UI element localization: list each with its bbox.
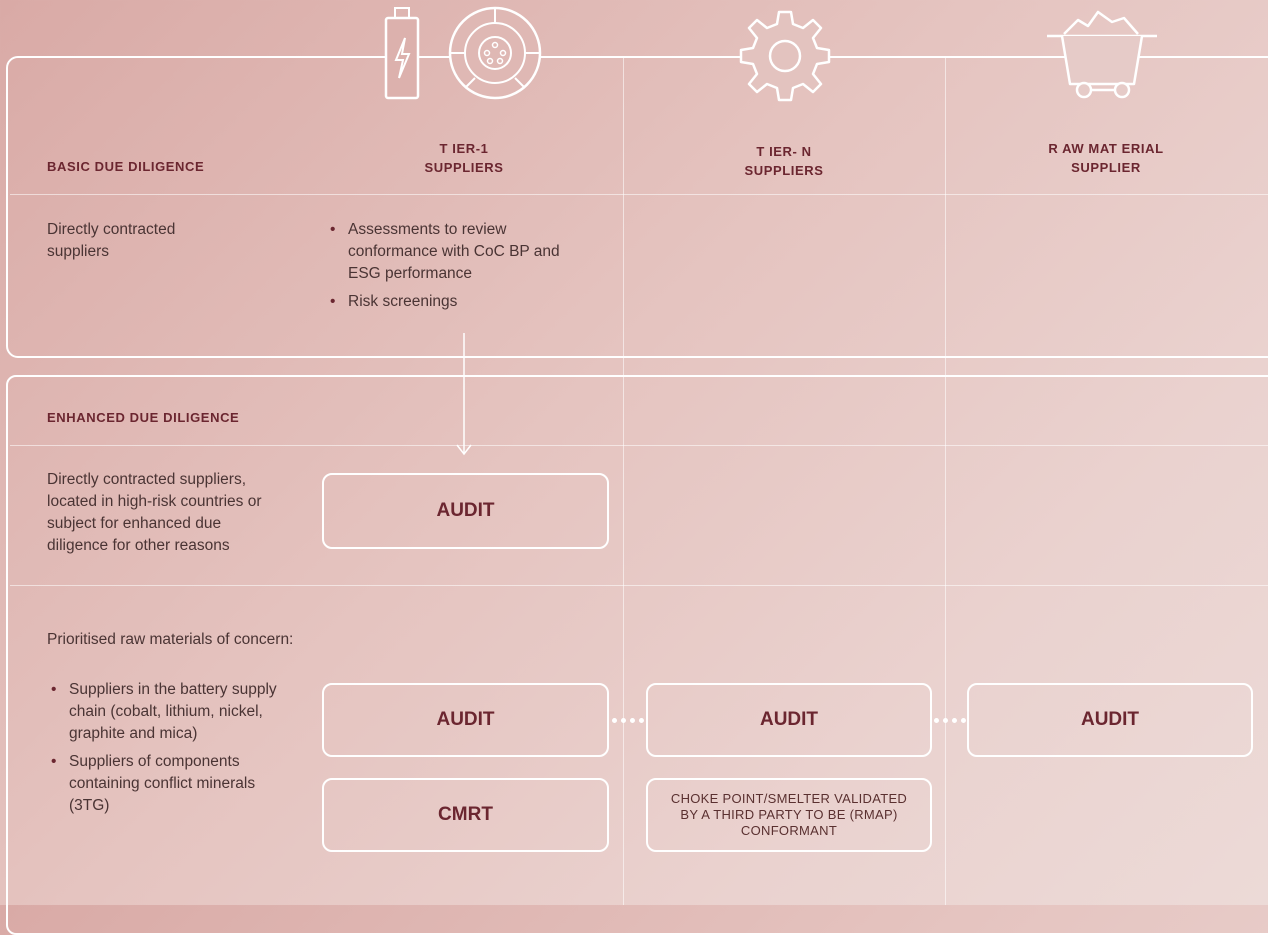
tier-n-audit-box: AUDIT: [646, 683, 932, 757]
basic-row-label: Directly contracted suppliers: [47, 221, 176, 260]
enhanced-row-divider: [10, 585, 1268, 586]
tier-1-audit-box-row2: AUDIT: [322, 683, 609, 757]
connector-dots-1: [612, 718, 644, 723]
bullet-battery-supply-chain: Suppliers in the battery supply chain (c…: [47, 679, 287, 745]
enhanced-due-diligence-panel: [6, 375, 1268, 935]
tier-n-suppliers-header: T IER- N SUPPLIERS: [744, 144, 824, 178]
smelter-validation-box: CHOKE POINT/SMELTER VALIDATED BY A THIRD…: [646, 778, 932, 852]
enhanced-header-divider: [10, 445, 1268, 446]
basic-due-diligence-panel: [6, 56, 1268, 358]
enhanced-due-diligence-title: ENHANCED DUE DILIGENCE: [47, 410, 240, 425]
raw-material-audit-box: AUDIT: [967, 683, 1253, 757]
tier-1-suppliers-header: T IER-1 SUPPLIERS: [424, 141, 504, 175]
enhanced-row1-label: Directly contracted suppliers, located i…: [47, 471, 262, 554]
header-divider: [10, 194, 1268, 195]
enhanced-row2-intro: Prioritised raw materials of concern:: [47, 631, 294, 648]
basic-due-diligence-title: BASIC DUE DILIGENCE: [47, 159, 205, 174]
down-arrow-icon: [456, 333, 472, 456]
column-divider-2: [945, 57, 946, 905]
tier-1-audit-box-row1: AUDIT: [322, 473, 609, 549]
bullet-assessments: Assessments to review conformance with C…: [326, 219, 576, 285]
bullet-risk-screenings: Risk screenings: [326, 291, 576, 313]
enhanced-row2-bullets: Suppliers in the battery supply chain (c…: [47, 679, 287, 823]
cmrt-box: CMRT: [322, 778, 609, 852]
raw-material-supplier-header: R AW MAT ERIAL SUPPLIER: [1048, 141, 1164, 175]
connector-dots-2: [934, 718, 966, 723]
basic-row-bullets: Assessments to review conformance with C…: [326, 219, 576, 319]
column-divider-1: [623, 57, 624, 905]
bullet-conflict-minerals: Suppliers of components containing confl…: [47, 751, 287, 817]
